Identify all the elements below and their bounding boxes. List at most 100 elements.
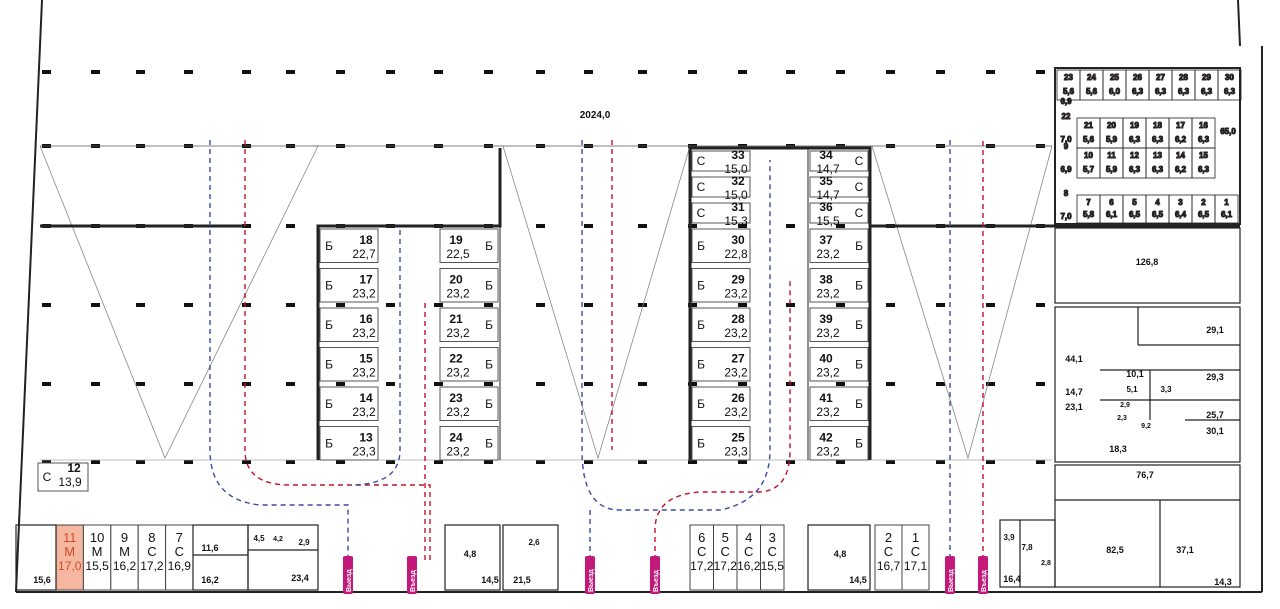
gate-entry[interactable]: Въезд — [650, 556, 660, 594]
spot-number: 26 — [731, 391, 745, 405]
column — [786, 303, 795, 307]
storage-unit-27[interactable]: 276,3 — [1148, 69, 1173, 101]
storage-unit-25[interactable]: 256,0 — [1102, 69, 1127, 101]
spot-number: 20 — [449, 272, 463, 286]
storage-unit-2[interactable]: 26,5 — [1191, 194, 1216, 224]
room-area: 14,5 — [849, 575, 867, 585]
column — [638, 382, 647, 386]
storage-area: 6,3 — [1198, 135, 1210, 144]
storage-unit-28[interactable]: 286,3 — [1171, 69, 1196, 101]
column — [91, 460, 100, 464]
spot-area: 16,2 — [737, 559, 761, 573]
column — [42, 303, 51, 307]
spot-area: 23,2 — [446, 444, 470, 458]
storage-unit-5[interactable]: 56,5 — [1122, 194, 1147, 224]
storage-unit-10[interactable]: 105,7 — [1076, 147, 1101, 179]
spot-area: 23,2 — [816, 444, 840, 458]
storage-unit-23[interactable]: 235,6 — [1056, 69, 1081, 101]
storage-unit-17[interactable]: 176,2 — [1168, 117, 1193, 149]
gate-entry[interactable]: Въезд — [407, 556, 417, 594]
storage-unit-6[interactable]: 66,1 — [1099, 194, 1124, 224]
storage-unit-14[interactable]: 146,2 — [1168, 147, 1193, 179]
storage-unit-4[interactable]: 46,5 — [1145, 194, 1170, 224]
column-grid — [42, 70, 1045, 464]
column — [91, 382, 100, 386]
column — [286, 460, 295, 464]
storage-unit-16[interactable]: 166,3 — [1191, 117, 1216, 149]
storage-unit-30[interactable]: 306,3 — [1217, 69, 1242, 101]
storage-unit-29[interactable]: 296,3 — [1194, 69, 1219, 101]
storage-area: 5,8 — [1083, 210, 1095, 219]
storage-unit-18[interactable]: 186,3 — [1145, 117, 1170, 149]
column — [584, 303, 593, 307]
column — [434, 303, 443, 307]
gate-entry[interactable]: Въезд — [978, 556, 988, 594]
storage-unit-13[interactable]: 136,3 — [1145, 147, 1170, 179]
gate-exit[interactable]: Выезд — [945, 556, 955, 594]
storage-unit-26[interactable]: 266,3 — [1125, 69, 1150, 101]
storage-unit-8[interactable]: 87,0 — [1060, 189, 1073, 222]
storage-unit-7[interactable]: 75,8 — [1076, 194, 1101, 224]
storage-unit-12[interactable]: 126,3 — [1122, 147, 1147, 179]
gate-exit[interactable]: Выезд — [585, 556, 595, 594]
storage-unit-11[interactable]: 115,9 — [1099, 147, 1124, 179]
spot-type: Б — [855, 397, 863, 411]
storage-unit-24[interactable]: 245,6 — [1079, 69, 1104, 101]
storage-unit-1[interactable]: 16,1 — [1214, 194, 1239, 224]
storage-unit-9[interactable]: 96,9 — [1060, 142, 1073, 175]
spot-type: Б — [697, 278, 705, 292]
storage-unit-21[interactable]: 215,6 — [1076, 117, 1101, 149]
storage-unit-19[interactable]: 196,3 — [1122, 117, 1147, 149]
storage-unit-15[interactable]: 156,3 — [1191, 147, 1216, 179]
storage-area: 5,7 — [1083, 165, 1095, 174]
storage-unit-3[interactable]: 36,4 — [1168, 194, 1193, 224]
gate-exit[interactable]: Выезд — [343, 556, 353, 594]
room-area: 16,2 — [201, 575, 219, 585]
storage-unit-22[interactable]: 227,0 — [1060, 112, 1073, 145]
spot-type: С — [855, 206, 864, 220]
storage-unit-20[interactable]: 205,9 — [1099, 117, 1124, 149]
